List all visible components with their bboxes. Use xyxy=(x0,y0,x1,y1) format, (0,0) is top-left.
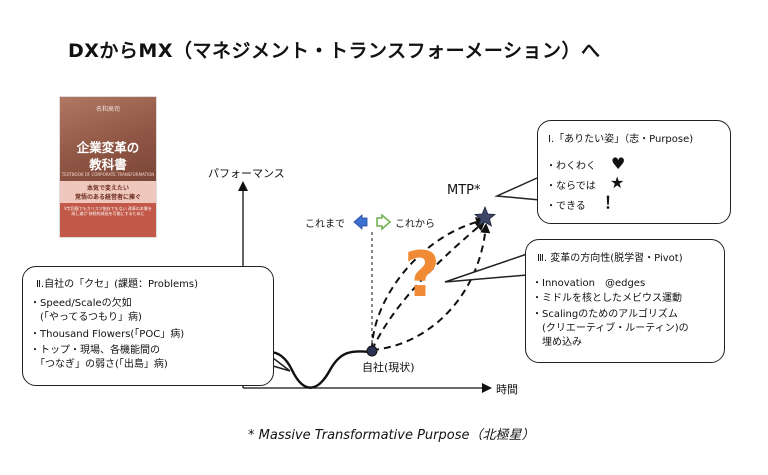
pivot-item: 埋め込み xyxy=(532,337,582,348)
problems-item: ・Thousand Flowers(「POC」病) xyxy=(30,329,185,340)
purpose-header: Ⅰ.「ありたい姿」（志・Purpose) xyxy=(548,134,694,145)
current-position-dot xyxy=(366,345,378,357)
before-label: これまで xyxy=(305,219,345,230)
pivot-item: ・Innovation @edges xyxy=(532,278,646,289)
problems-box xyxy=(22,266,274,386)
book-title-line1: 企業変革の xyxy=(76,140,140,155)
book-cover-bottom xyxy=(60,203,156,237)
after-label: これから xyxy=(395,219,435,230)
purpose-item: ・わくわく xyxy=(546,161,596,172)
mtp-star-icon xyxy=(473,205,497,227)
pivot-item: (クリエーティブ・ルーティン)の xyxy=(532,323,689,334)
book-title-line2: 教科書 xyxy=(89,157,127,172)
problems-item: ・トップ・現場、各機能間の xyxy=(30,345,160,356)
y-axis-label: パフォーマンス xyxy=(208,167,285,180)
path-dashed-2 xyxy=(371,220,486,351)
path-dashed-3 xyxy=(371,223,491,351)
footnote: * Massive Transformative Purpose（北極星） xyxy=(248,428,535,443)
mtp-label: MTP* xyxy=(447,183,481,198)
callout-tail-purpose xyxy=(494,177,541,201)
blue-arrow-icon xyxy=(353,214,368,230)
star-icon: ★ xyxy=(610,173,625,192)
pivot-box xyxy=(525,239,725,363)
book-band-line2: 覚悟のある経営者に捧ぐ xyxy=(74,194,141,201)
book-band-line1: 本気で変えたい xyxy=(86,185,129,192)
purpose-item: ・できる xyxy=(546,201,586,212)
page-title: DXからMX（マネジメント・トランスフォーメーション）へ xyxy=(68,40,601,62)
problems-item: (「やってるつもり」病) xyxy=(30,312,142,323)
callout-tail-problems xyxy=(272,357,291,372)
purpose-item: ・ならでは xyxy=(546,181,596,192)
pivot-item: ・Scalingのためのアルゴリズム xyxy=(532,309,678,320)
book-cover-top xyxy=(60,97,156,181)
problems-item: ・Speed/Scaleの欠如 xyxy=(30,298,132,309)
book-blurb: V字回復でもカリスマ依存でもない 改革の本質を成し遂げ 持続的成長を可能にするた… xyxy=(64,206,152,216)
book-author: 名和高司 xyxy=(95,106,120,113)
pivot-item: ・ミドルを核としたメビウス運動 xyxy=(532,293,682,304)
book-band xyxy=(60,181,156,203)
book-subtitle: TEXTBOOK OF CORPORATE TRANSFORMATION xyxy=(61,172,155,177)
path-dashed-1 xyxy=(371,216,486,351)
heart-icon: ♥ xyxy=(611,154,626,173)
current-position-label: 自社(現状) xyxy=(362,361,415,374)
x-axis-label: 時間 xyxy=(496,383,518,396)
problems-item: 「つなぎ」の弱さ(「出島」病) xyxy=(30,359,168,370)
question-mark-icon: ? xyxy=(404,238,440,311)
problems-header: Ⅱ.自社の「クセ」(課題：Problems) xyxy=(36,279,198,290)
purpose-box xyxy=(537,120,731,224)
green-arrow-icon xyxy=(376,213,392,231)
exclamation-icon: ！ xyxy=(604,193,621,212)
book-cover: 名和高司 企業変革の 教科書 TEXTBOOK OF CORPORATE TRA… xyxy=(60,97,156,237)
pivot-header: Ⅲ. 変革の方向性(脱学習・Pivot) xyxy=(537,253,683,264)
callout-tail-pivot xyxy=(444,253,528,283)
